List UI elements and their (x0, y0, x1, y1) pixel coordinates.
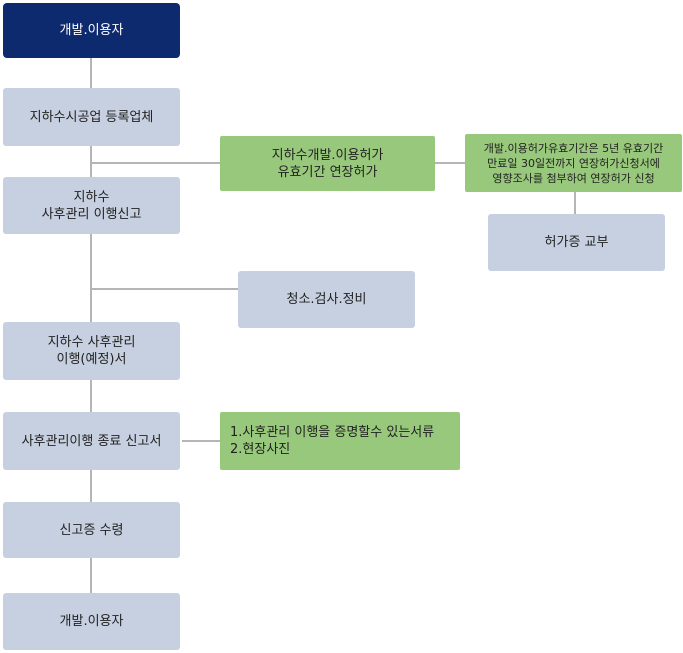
maintenance-node: 청소.검사.정비 (238, 271, 415, 328)
aftercare-plan-node: 지하수 사후관리 이행(예정)서 (3, 322, 180, 380)
extension-note-node: 개발.이용허가유효기간은 5년 유효기간 만료일 30일전까지 연장허가신청서에… (465, 134, 682, 192)
receipt-node: 신고증 수령 (3, 502, 180, 558)
aftercare-report-node: 지하수 사후관리 이행신고 (3, 177, 180, 234)
registered-contractor-node: 지하수시공업 등록업체 (3, 88, 180, 146)
permit-connector (574, 192, 576, 214)
completion-report-node: 사후관리이행 종료 신고서 (3, 412, 180, 470)
extension-connector (90, 162, 220, 164)
extension-note-connector (435, 162, 465, 164)
end-node: 개발.이용자 (3, 593, 180, 650)
maintenance-connector (90, 288, 238, 290)
attachments-node: 1.사후관리 이행을 증명할수 있는서류 2.현장사진 (220, 412, 460, 470)
permit-issue-node: 허가증 교부 (488, 214, 665, 271)
start-node: 개발.이용자 (3, 3, 180, 58)
attachments-connector (182, 440, 220, 442)
extension-node: 지하수개발.이용허가 유효기간 연장허가 (220, 136, 435, 191)
